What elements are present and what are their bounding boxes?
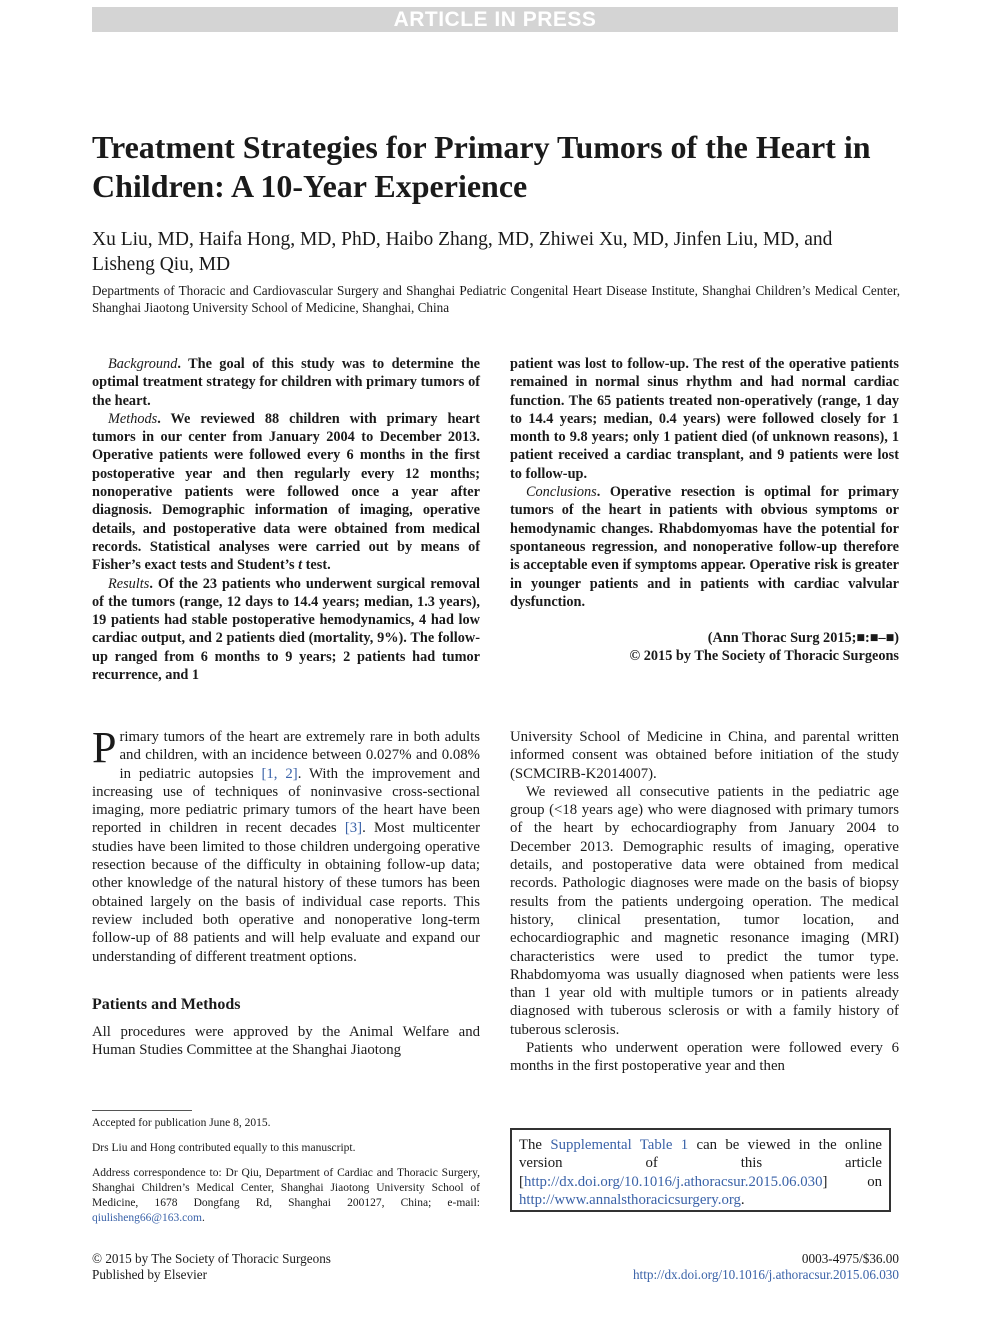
address-text: Address correspondence to: Dr Qiu, Depar… (92, 1167, 480, 1209)
abstract-results-continued: patient was lost to follow-up. The rest … (510, 356, 899, 482)
footer-doi-link[interactable]: http://dx.doi.org/10.1016/j.athoracsur.2… (632, 1266, 899, 1282)
reference-link-3[interactable]: [3] (344, 820, 363, 837)
footer-right: 0003-4975/$36.00 http://dx.doi.org/10.10… (560, 1251, 899, 1282)
footer-copyright: © 2015 by The Society of Thoracic Surgeo… (92, 1251, 331, 1266)
supp-end: . (740, 1191, 745, 1208)
article-title: Treatment Strategies for Primary Tumors … (92, 129, 871, 204)
journal-citation: (Ann Thorac Surg 2015;■:■–■) © 2015 by T… (510, 629, 900, 666)
drop-cap: P (92, 723, 117, 772)
supp-mid: can be viewed in the online version of t… (519, 1137, 882, 1190)
author-affiliation: Departments of Thoracic and Cardiovascul… (92, 283, 900, 315)
author-list: Xu Liu, MD, Haifa Hong, MD, PhD, Haibo Z… (92, 229, 833, 275)
t-test-italic: t (298, 557, 303, 574)
footer-publisher: Published by Elsevier (92, 1266, 208, 1282)
reference-link-1-2[interactable]: [1, 2] (261, 765, 298, 782)
footnote-divider (92, 1110, 192, 1111)
email-link[interactable]: qiulisheng66@163.com (92, 1212, 202, 1224)
intro-text-b: . With the improvement and increasing us… (92, 765, 480, 837)
methods-paragraph-2: We reviewed all consecutive patients in … (510, 783, 899, 1038)
footer-issn-price: 0003-4975/$36.00 (801, 1251, 899, 1266)
methods-text: . We reviewed 88 children with primary h… (92, 410, 480, 574)
journal-site-link[interactable]: http://www.annalsthoracicsurgery.org (519, 1191, 741, 1208)
intro-text-a: rimary tumors of the heart are extremely… (119, 729, 480, 782)
methods-end: test. (302, 557, 331, 574)
address-end: . (201, 1212, 205, 1224)
methods-paragraph-3: Patients who underwent operation were fo… (510, 1040, 899, 1075)
footnote-address: Address correspondence to: Dr Qiu, Depar… (92, 1166, 480, 1226)
abstract-conclusions: Conclusions. Operative resection is opti… (510, 483, 899, 611)
footer-left: © 2015 by The Society of Thoracic Surgeo… (92, 1251, 492, 1282)
abstract-right-column: patient was lost to follow-up. The rest … (510, 355, 899, 666)
footnotes: Accepted for publication June 8, 2015. D… (92, 1116, 480, 1236)
methods-label: Methods (108, 410, 158, 427)
conclusions-label: Conclusions (526, 484, 597, 501)
results-label: Results (108, 575, 150, 592)
conclusions-text: . Operative resection is optimal for pri… (510, 484, 899, 610)
supp-pre: The (519, 1137, 551, 1153)
body-right-column: University School of Medicine in China, … (510, 728, 899, 1076)
background-text: . The goal of this study was to determin… (92, 356, 480, 409)
results-text: . Of the 23 patients who underwent surgi… (92, 575, 480, 684)
citation-line: (Ann Thorac Surg 2015;■:■–■) (707, 630, 899, 647)
supplemental-notice-box: The Supplemental Table 1 can be viewed i… (510, 1128, 891, 1212)
background-label: Background (108, 356, 178, 372)
abstract-copyright: © 2015 by The Society of Thoracic Surgeo… (629, 648, 900, 665)
abstract-results: Results. Of the 23 patients who underwen… (92, 575, 480, 685)
footnote-contribution: Drs Liu and Hong contributed equally to … (92, 1142, 356, 1154)
abstract-left-column: Background. The goal of this study was t… (92, 355, 480, 684)
section-heading: Patients and Methods (92, 995, 241, 1013)
methods-paragraph-1: All procedures were approved by the Anim… (92, 1023, 480, 1059)
article-in-press-banner: ARTICLE IN PRESS (92, 7, 898, 32)
footnote-accepted: Accepted for publication June 8, 2015. (92, 1117, 271, 1129)
doi-link[interactable]: http://dx.doi.org/10.1016/j.athoracsur.2… (523, 1173, 823, 1190)
supplemental-table-link[interactable]: Supplemental Table 1 (550, 1137, 689, 1153)
abstract-background: Background. The goal of this study was t… (92, 355, 480, 410)
supp-mid2: ] on (822, 1173, 882, 1190)
methods-paragraph-1-continued: University School of Medicine in China, … (510, 729, 899, 782)
abstract-methods: Methods. We reviewed 88 children with pr… (92, 410, 480, 575)
intro-text-c: . Most multicenter studies have been lim… (92, 820, 480, 965)
